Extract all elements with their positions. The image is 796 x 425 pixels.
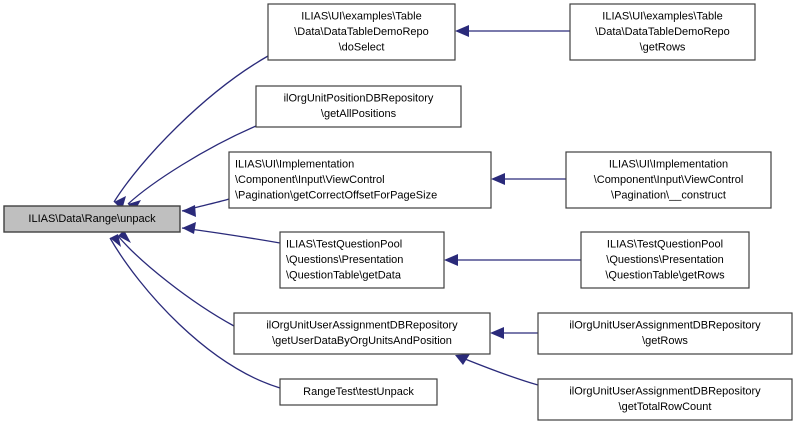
arrowhead-icon (182, 222, 196, 234)
graph-node-paginationConstruct[interactable]: ILIAS\UI\Implementation \Component\Input\… (565, 151, 772, 209)
node-box[interactable] (228, 151, 492, 209)
node-label-line: ilOrgUnitUserAssignmentDBRepository (569, 386, 761, 398)
node-label-line: \QuestionTable\getRows (605, 269, 725, 281)
edge-getTotalRowCount-to-getUserData (464, 358, 539, 386)
node-label-line: \getTotalRowCount (619, 401, 712, 413)
graph-node-getAllPositions[interactable]: ilOrgUnitPositionDBRepository \getAllPosi… (255, 85, 462, 128)
node-box[interactable] (569, 3, 756, 61)
graph-node-getCorrectOffset[interactable]: ILIAS\UI\Implementation \Component\Input\… (228, 151, 492, 209)
graph-node-getUserData[interactable]: ilOrgUnitUserAssignmentDBRepository \getU… (233, 312, 491, 355)
arrowhead-icon (491, 173, 505, 185)
node-label-line: \Pagination\__construct (611, 189, 726, 201)
edge-questionGetData-to-root (181, 227, 281, 244)
arrowhead-icon (182, 205, 196, 217)
node-box[interactable] (537, 378, 793, 421)
edge-rangeTest-to-root (109, 237, 281, 389)
node-label-line: \getRows (642, 335, 688, 347)
arrowhead-icon (490, 327, 504, 339)
node-box[interactable] (255, 85, 462, 128)
node-label-line: \getUserDataByOrgUnitsAndPosition (272, 335, 452, 347)
node-label-line: \Data\DataTableDemoRepo (294, 26, 429, 38)
arrowhead-icon (444, 254, 458, 266)
node-label-line: ILIAS\UI\Implementation (235, 158, 354, 170)
arrowhead-icon (118, 230, 131, 243)
node-label-line: \Questions\Presentation (606, 254, 723, 266)
graph-node-rangeTest[interactable]: RangeTest\testUnpack (279, 378, 438, 406)
graph-node-getRowsDemo[interactable]: ILIAS\UI\examples\Table \Data\DataTableDe… (569, 3, 756, 61)
node-box[interactable] (279, 231, 445, 289)
graph-node-questionGetData[interactable]: ILIAS\TestQuestionPool \Questions\Present… (279, 231, 445, 289)
node-label-line: ILIAS\TestQuestionPool (607, 238, 723, 250)
node-label-line: \getRows (640, 41, 686, 53)
graph-node-doSelect[interactable]: ILIAS\UI\examples\Table \Data\DataTableDe… (267, 3, 456, 61)
node-box[interactable] (267, 3, 456, 61)
node-label-line: \Data\DataTableDemoRepo (595, 26, 730, 38)
arrowhead-icon (455, 354, 470, 365)
node-box[interactable] (537, 312, 793, 355)
graph-node-questionGetRows[interactable]: ILIAS\TestQuestionPool \Questions\Present… (580, 231, 750, 289)
arrowhead-icon (110, 234, 121, 247)
node-box[interactable] (3, 205, 181, 233)
node-label-line: ilOrgUnitUserAssignmentDBRepository (569, 320, 761, 332)
node-box[interactable] (580, 231, 750, 289)
node-label-line: \doSelect (339, 41, 385, 53)
nodes-layer: ILIAS\Data\Range\unpack ILIAS\UI\examples… (3, 3, 793, 421)
graph-node-assignmentGetRows[interactable]: ilOrgUnitUserAssignmentDBRepository \getR… (537, 312, 793, 355)
node-label-line: ILIAS\TestQuestionPool (286, 238, 402, 250)
edge-getUserData-to-root (117, 235, 235, 327)
node-label-line: \Questions\Presentation (286, 254, 403, 266)
node-label-line: ilOrgUnitUserAssignmentDBRepository (266, 320, 458, 332)
edge-getAllPositions-to-root (127, 125, 257, 205)
graph-node-getTotalRowCount[interactable]: ilOrgUnitUserAssignmentDBRepository \getT… (537, 378, 793, 421)
node-label-line: ILIAS\Data\Range\unpack (28, 213, 156, 225)
node-label-line: \Component\Input\ViewControl (235, 174, 385, 186)
graph-node-root[interactable]: ILIAS\Data\Range\unpack (3, 205, 181, 233)
node-box[interactable] (233, 312, 491, 355)
node-box[interactable] (279, 378, 438, 406)
node-label-line: ILIAS\UI\examples\Table (602, 10, 722, 22)
node-label-line: \Pagination\getCorrectOffsetForPageSize (235, 189, 437, 201)
node-label-line: RangeTest\testUnpack (303, 386, 414, 398)
arrowhead-icon (455, 25, 469, 37)
edges-layer (109, 25, 581, 389)
node-box[interactable] (565, 151, 772, 209)
node-label-line: \QuestionTable\getData (286, 269, 402, 281)
node-label-line: ilOrgUnitPositionDBRepository (284, 93, 434, 105)
node-label-line: \Component\Input\ViewControl (594, 174, 744, 186)
node-label-line: ILIAS\UI\examples\Table (301, 10, 421, 22)
node-label-line: ILIAS\UI\Implementation (609, 158, 728, 170)
node-label-line: \getAllPositions (321, 108, 397, 120)
edge-doSelect-to-root (113, 55, 269, 203)
